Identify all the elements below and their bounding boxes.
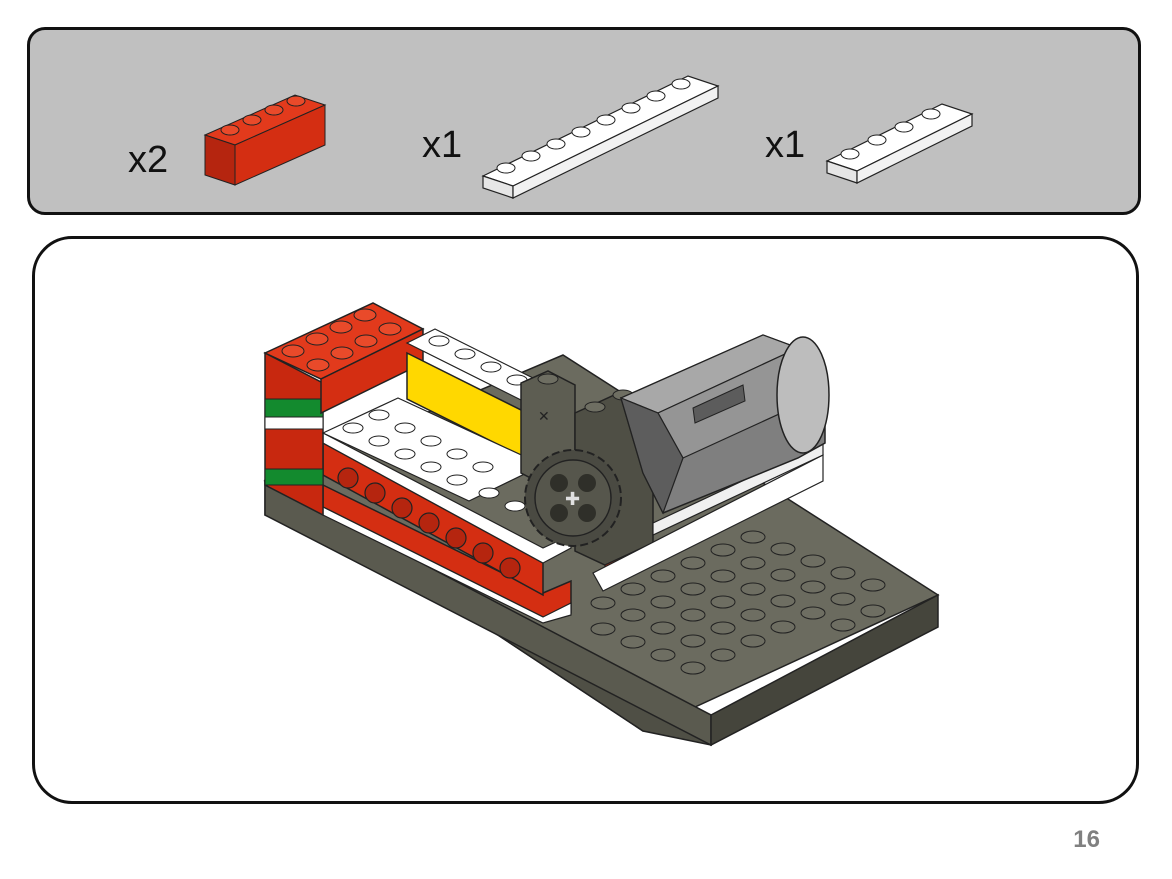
white-plate-1x4-icon (825, 103, 974, 184)
model-assembly-panel: ✕ ✚ (32, 236, 1139, 804)
motor-icon (619, 334, 830, 515)
svg-text:✚: ✚ (565, 489, 580, 510)
part-quantity-red-brick: x2 (128, 139, 169, 181)
model-assembly-illustration: ✕ ✚ (263, 302, 940, 747)
motor-base-plate (592, 442, 824, 592)
svg-text:✕: ✕ (538, 409, 550, 425)
part-quantity-white-plate-1x4: x1 (765, 124, 806, 166)
page-number: 16 (1073, 826, 1100, 853)
white-plate-1x8-icon (481, 75, 720, 199)
red-brick-1x4-icon (203, 94, 327, 186)
parts-list-panel: x2 x1 x1 (27, 27, 1141, 215)
gear-icon: ✚ (524, 449, 622, 547)
part-quantity-white-plate-1x8: x1 (422, 124, 463, 166)
